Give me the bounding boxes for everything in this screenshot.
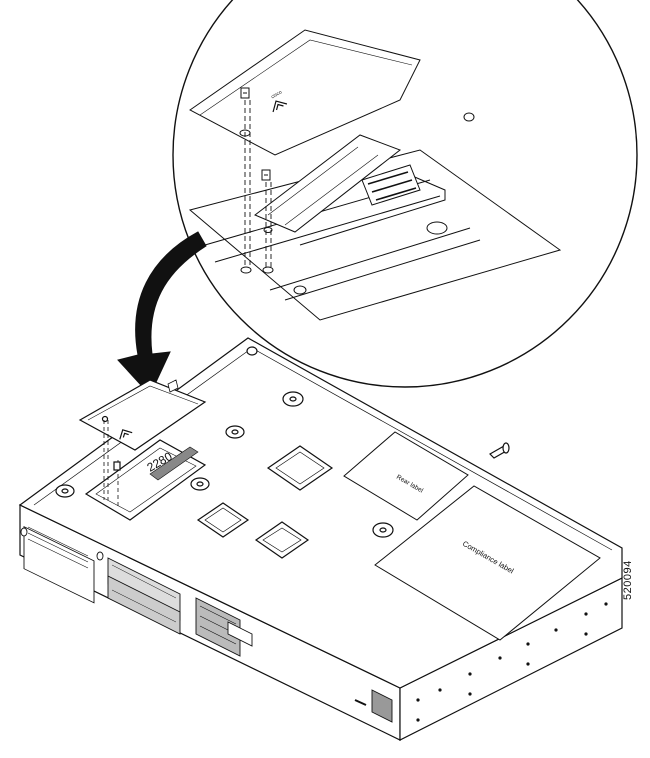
detail-magnifier: cisco — [172, 0, 638, 388]
front-port-block — [20, 526, 393, 723]
router-chassis — [18, 337, 623, 741]
square-recess — [196, 502, 250, 538]
standoff — [372, 522, 394, 538]
rear-label-area — [343, 431, 469, 521]
screw-icon — [113, 461, 121, 471]
cisco-bridge-logo-icon — [119, 429, 133, 440]
detail-ssd-module — [254, 134, 402, 233]
alignment-guide — [244, 100, 272, 268]
svg-text:cisco: cisco — [270, 89, 283, 100]
standoff — [190, 477, 210, 491]
detail-rail-right — [299, 174, 446, 246]
figure-id-text: 520094 — [622, 560, 634, 600]
cisco-bridge-logo-icon: cisco — [270, 89, 288, 113]
power-connector — [489, 442, 510, 459]
standoff — [225, 425, 245, 439]
detail-m2-connector — [361, 164, 421, 206]
cover-panel — [78, 379, 207, 451]
figure-id: 520094 — [616, 548, 650, 608]
detail-cover-plate — [189, 29, 421, 156]
standoff — [282, 391, 304, 407]
screw-icon — [261, 169, 271, 181]
curved-arrow-icon — [117, 231, 207, 396]
compliance-label-area — [374, 485, 601, 641]
screw-icon — [240, 87, 250, 99]
square-recess — [254, 521, 310, 559]
standoff — [55, 484, 75, 498]
side-vent-holes — [416, 602, 608, 722]
square-recess — [266, 445, 334, 491]
m2-slot — [84, 439, 207, 521]
